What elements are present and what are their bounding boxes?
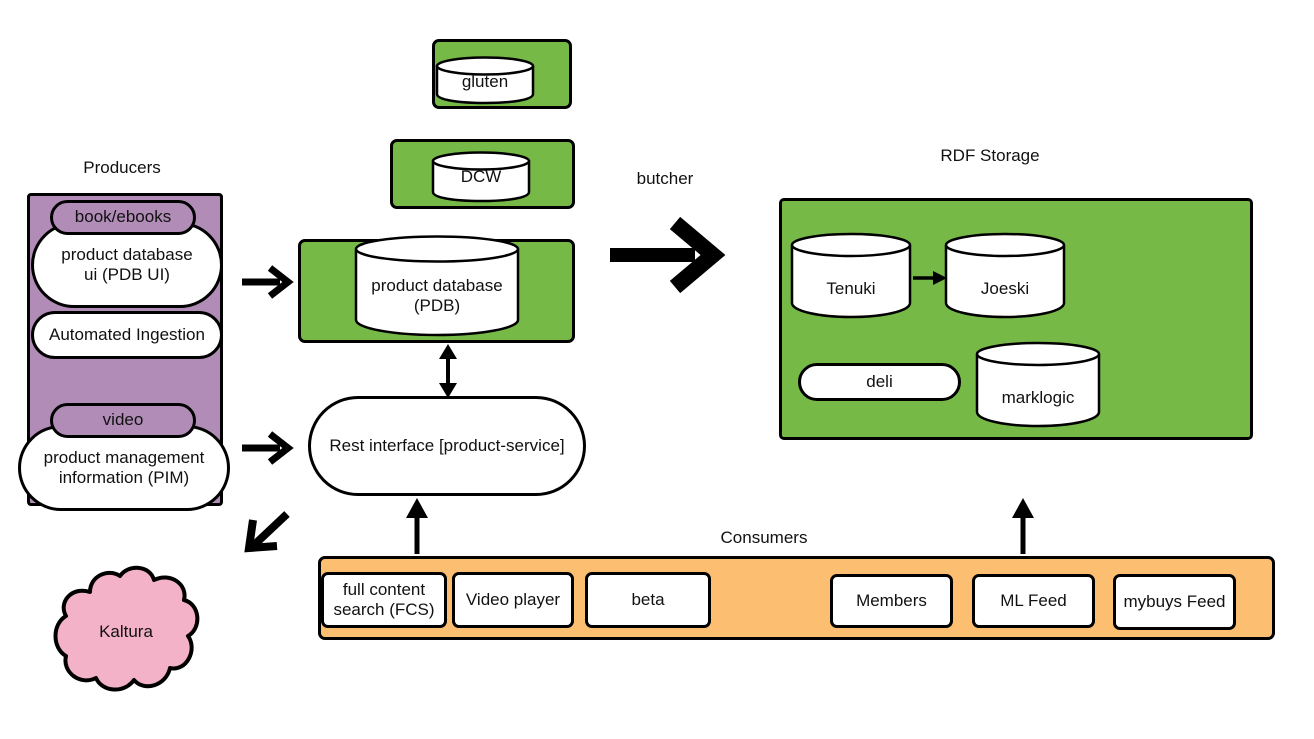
arrow-producers-to-pdb: [240, 262, 296, 302]
kaltura-label: Kaltura: [99, 622, 153, 641]
joeski-database[interactable]: Joeski: [943, 231, 1067, 319]
rest-interface-service[interactable]: Rest interface [product-service]: [308, 396, 586, 496]
consumers-title: Consumers: [720, 528, 808, 547]
butcher-label: butcher: [636, 169, 694, 188]
producer-pdb-ui-label-line1: product database: [61, 244, 193, 264]
consumer-ml-feed[interactable]: ML Feed: [972, 574, 1095, 628]
producer-book-ebooks-label: book/ebooks: [74, 207, 172, 227]
consumer-full-content-search[interactable]: full content search (FCS): [321, 572, 447, 628]
producer-pim-label-line2: information (PIM): [58, 468, 190, 487]
consumer-ml-feed-label: ML Feed: [1000, 590, 1067, 610]
producer-book-ebooks[interactable]: book/ebooks: [50, 200, 196, 235]
producer-pdb-ui-label-line2: ui (PDB UI): [84, 265, 170, 284]
marklogic-database[interactable]: marklogic: [974, 340, 1102, 428]
consumer-beta-label: beta: [631, 589, 665, 609]
gluten-database[interactable]: gluten: [434, 55, 536, 105]
consumer-video-player-label: Video player: [465, 589, 561, 609]
producer-video[interactable]: video: [50, 403, 196, 438]
producer-pim[interactable]: product management information (PIM): [18, 425, 230, 511]
deli-store[interactable]: deli: [798, 363, 961, 401]
pdb-label-line1: product database: [371, 276, 503, 295]
rest-interface-label: Rest interface [product-service]: [329, 435, 565, 455]
consumer-fcs-label-line2: search (FCS): [333, 600, 435, 619]
deli-label: deli: [866, 371, 893, 391]
gluten-label: gluten: [461, 72, 509, 91]
pdb-database[interactable]: product database (PDB): [353, 234, 521, 338]
dcw-database[interactable]: DCW: [430, 150, 532, 204]
arrow-butcher-pdb-to-rdf: [605, 205, 726, 305]
joeski-label: Joeski: [980, 279, 1030, 298]
arrow-rest-to-kaltura: [243, 508, 295, 556]
marklogic-label: marklogic: [1001, 388, 1075, 407]
pdb-label-line2: (PDB): [413, 296, 461, 315]
arrow-consumers-to-rdf: [1009, 496, 1037, 558]
consumer-members[interactable]: Members: [830, 574, 953, 628]
producers-title: Producers: [83, 158, 161, 177]
consumer-beta[interactable]: beta: [585, 572, 711, 628]
arrow-pim-to-rest-interface: [240, 428, 296, 468]
producer-video-label: video: [102, 410, 144, 430]
tenuki-label: Tenuki: [826, 279, 876, 298]
producer-pim-label-line1: product management: [43, 447, 205, 467]
consumer-mybuys-feed-label: mybuys Feed: [1123, 591, 1226, 611]
consumer-video-player[interactable]: Video player: [452, 572, 574, 628]
consumer-fcs-label-line1: full content: [342, 579, 426, 599]
producer-automated-ingestion-label: Automated Ingestion: [49, 324, 205, 344]
consumer-mybuys-feed[interactable]: mybuys Feed: [1113, 574, 1236, 630]
rdf-storage-title: RDF Storage: [940, 146, 1040, 165]
producer-automated-ingestion[interactable]: Automated Ingestion: [31, 311, 223, 359]
dcw-label: DCW: [460, 167, 502, 186]
arrow-consumers-to-rest: [403, 496, 431, 558]
producer-pdb-ui[interactable]: product database ui (PDB UI): [31, 222, 223, 308]
tenuki-database[interactable]: Tenuki: [789, 231, 913, 319]
kaltura-cloud[interactable]: Kaltura: [46, 562, 206, 702]
consumer-members-label: Members: [856, 590, 927, 610]
arrow-pdb-rest-bidirectional: [436, 343, 460, 399]
arrow-tenuki-to-joeski: [911, 263, 951, 293]
